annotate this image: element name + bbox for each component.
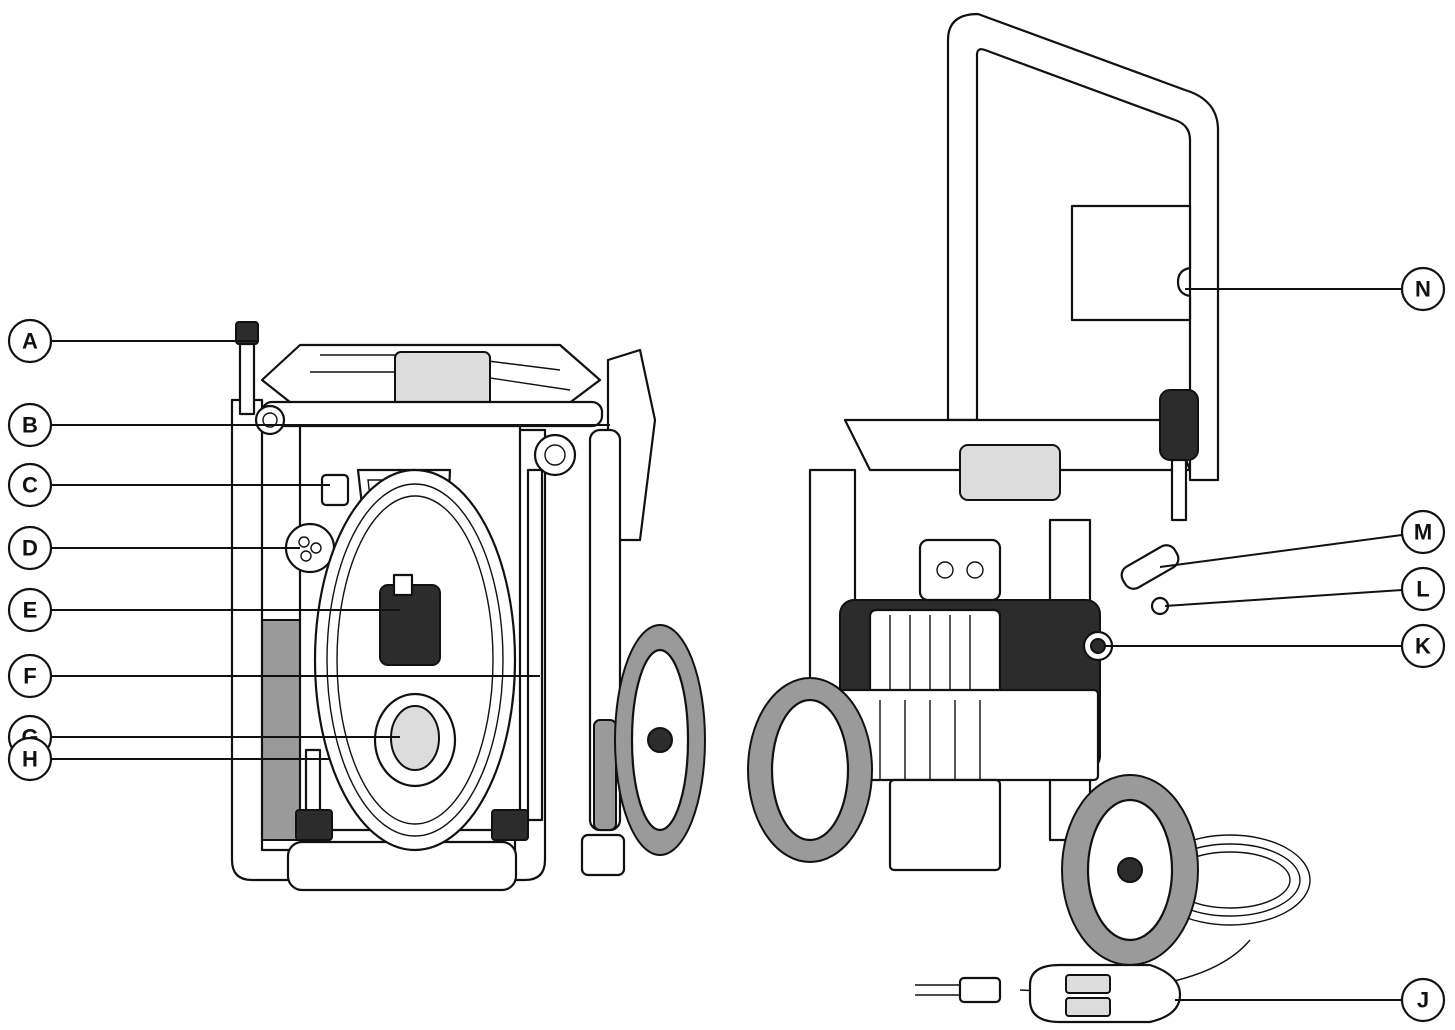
callout-f: F [7,653,540,699]
callout-c: C [7,462,330,508]
callout-k: K [1105,623,1446,669]
callout-d: D [7,525,300,571]
callout-l: L [1164,566,1446,612]
callout-j-circle [1400,977,1446,1023]
front-view-illustration [230,321,706,892]
callout-m-circle [1400,509,1446,555]
callout-j-label: J [1417,988,1429,1013]
callout-h-label: H [22,747,38,772]
callout-d-circle [7,525,53,571]
callout-n-circle [1400,266,1446,312]
callout-k-circle [1400,623,1446,669]
callout-n: N [1185,266,1446,312]
callout-a-circle [7,318,53,364]
callout-m-label: M [1414,520,1432,545]
callout-c-label: C [22,473,38,498]
callout-l-label: L [1416,577,1429,602]
callout-b: B [7,402,610,448]
callout-l-circle [1400,566,1446,612]
callout-e: E [7,587,400,633]
callout-l-leader [1164,589,1403,607]
callout-m: M [1159,509,1446,568]
callout-h: H [7,736,330,782]
callout-f-circle [7,653,53,699]
callout-d-label: D [22,536,38,561]
callout-e-circle [7,587,53,633]
callout-a: A [7,318,258,364]
callout-c-circle [7,462,53,508]
callout-e-label: E [23,598,38,623]
callout-m-leader [1159,534,1403,568]
callout-b-circle [7,402,53,448]
callout-j: J [1175,977,1446,1023]
callout-n-label: N [1415,277,1431,302]
callout-h-circle [7,736,53,782]
rear-view-illustration [747,12,1311,1024]
callout-b-label: B [22,413,38,438]
callout-a-label: A [22,329,38,354]
callout-k-label: K [1415,634,1431,659]
callout-f-label: F [23,664,36,689]
